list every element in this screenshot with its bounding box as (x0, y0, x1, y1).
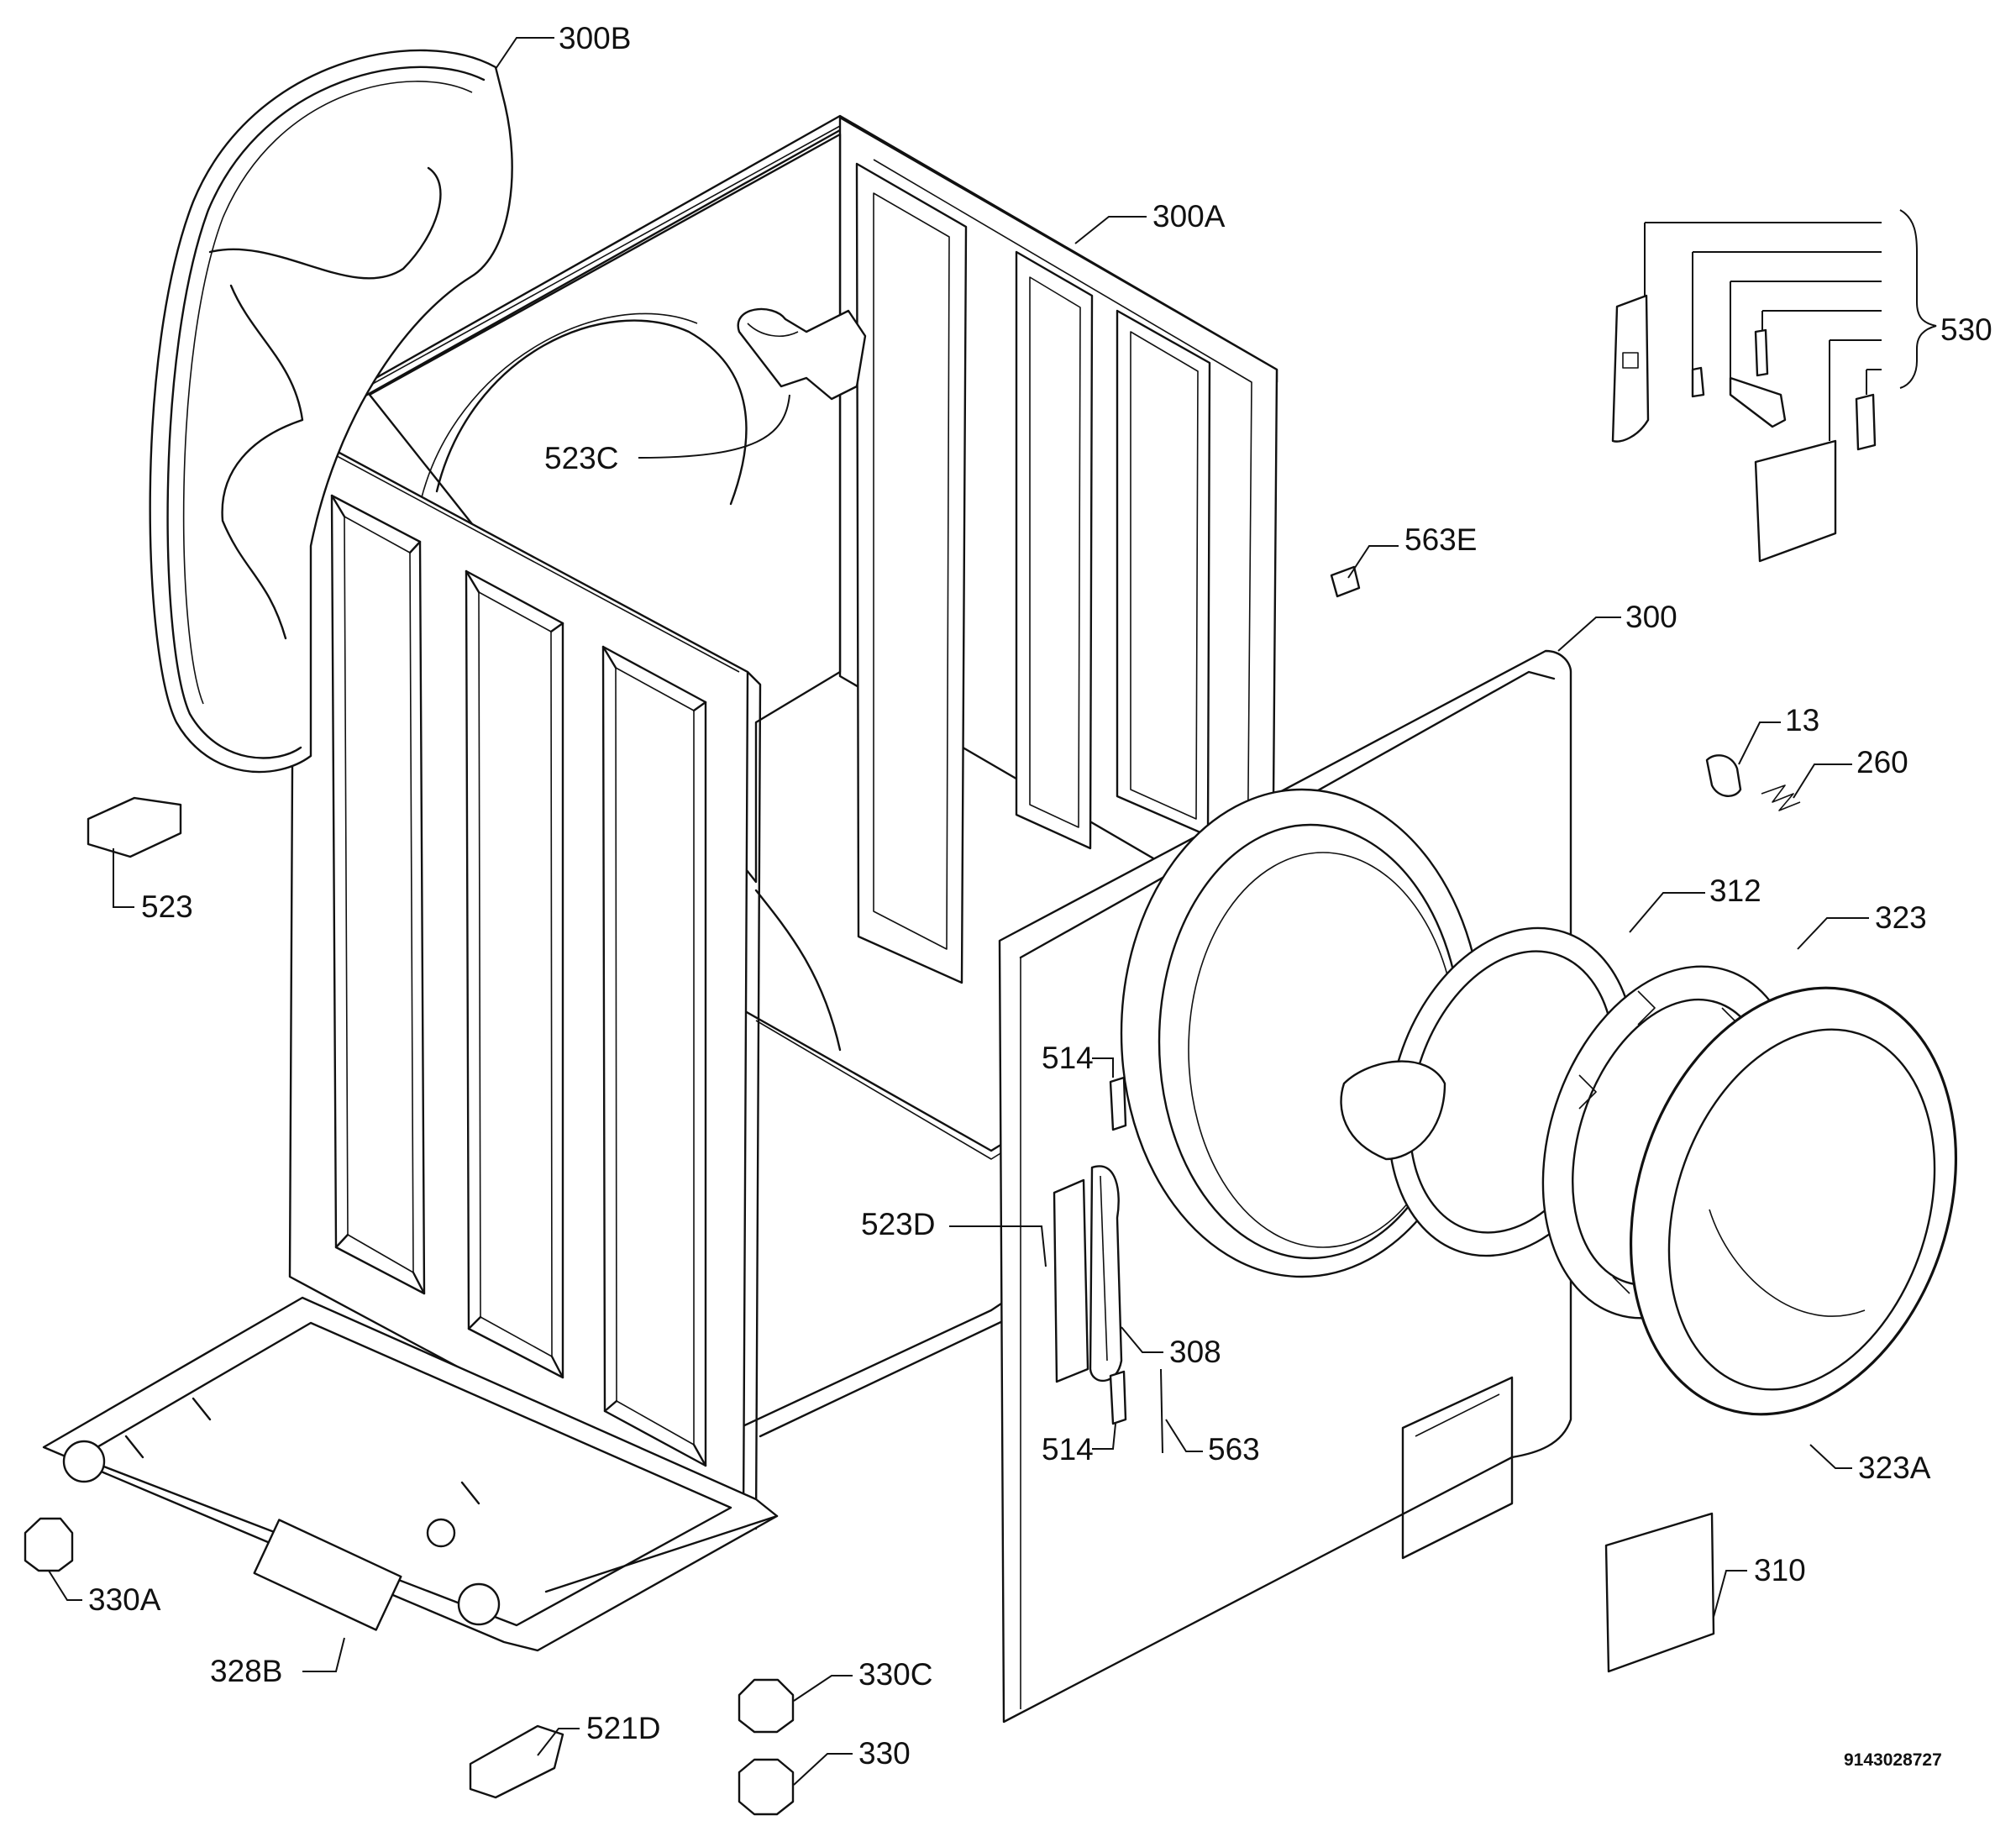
label-300: 300 (1625, 600, 1677, 634)
small-parts (24, 565, 1801, 1816)
label-300B: 300B (559, 21, 631, 55)
label-13: 13 (1785, 703, 1819, 737)
label-312: 312 (1709, 874, 1761, 908)
label-523D: 523D (861, 1207, 935, 1241)
clamp-523 (87, 796, 182, 858)
knob-13 (1705, 754, 1742, 797)
door-outer-ring-323A (1629, 986, 1958, 1416)
label-521D: 521D (586, 1711, 660, 1745)
label-330: 330 (858, 1736, 911, 1771)
label-523C: 523C (544, 441, 618, 475)
diagram-reference-number: 9143028727 (1844, 1750, 1942, 1770)
label-310: 310 (1754, 1553, 1806, 1587)
label-530: 530 (1940, 312, 1992, 347)
label-323: 323 (1875, 900, 1927, 935)
label-563: 563 (1208, 1432, 1260, 1467)
label-323A: 323A (1858, 1451, 1931, 1485)
screw-514-upper (1109, 1076, 1127, 1131)
label-523: 523 (141, 889, 193, 924)
label-260: 260 (1856, 745, 1908, 779)
foot-330 (738, 1758, 795, 1816)
door-latch-kit-530 (1611, 209, 1937, 563)
label-563E: 563E (1404, 522, 1477, 557)
rod-563 (1160, 1368, 1163, 1454)
foot-330C (738, 1678, 795, 1734)
label-300A: 300A (1152, 199, 1226, 233)
cap-521D (469, 1724, 564, 1799)
filter-flap-310 (1604, 1512, 1715, 1673)
spring-260 (1761, 784, 1801, 811)
leader-lines (48, 37, 1869, 1786)
label-514-lower: 514 (1042, 1432, 1094, 1467)
front-panel-300 (998, 649, 1572, 1724)
base-328B (42, 1296, 779, 1652)
cabinet-300A (288, 114, 1278, 1530)
door-seal-300B (149, 49, 513, 774)
label-514-upper: 514 (1042, 1041, 1094, 1075)
label-328B: 328B (210, 1654, 282, 1688)
label-330C: 330C (858, 1657, 932, 1692)
plug-563E (1330, 565, 1361, 598)
screw-514-lower (1109, 1370, 1127, 1425)
label-330A: 330A (88, 1582, 161, 1617)
label-308: 308 (1169, 1335, 1221, 1369)
part-labels: 300B 300A 530 523C 563E 300 13 260 523 3… (88, 21, 1992, 1771)
foot-330A (24, 1517, 74, 1572)
door-hinge-523D (1053, 1165, 1123, 1383)
